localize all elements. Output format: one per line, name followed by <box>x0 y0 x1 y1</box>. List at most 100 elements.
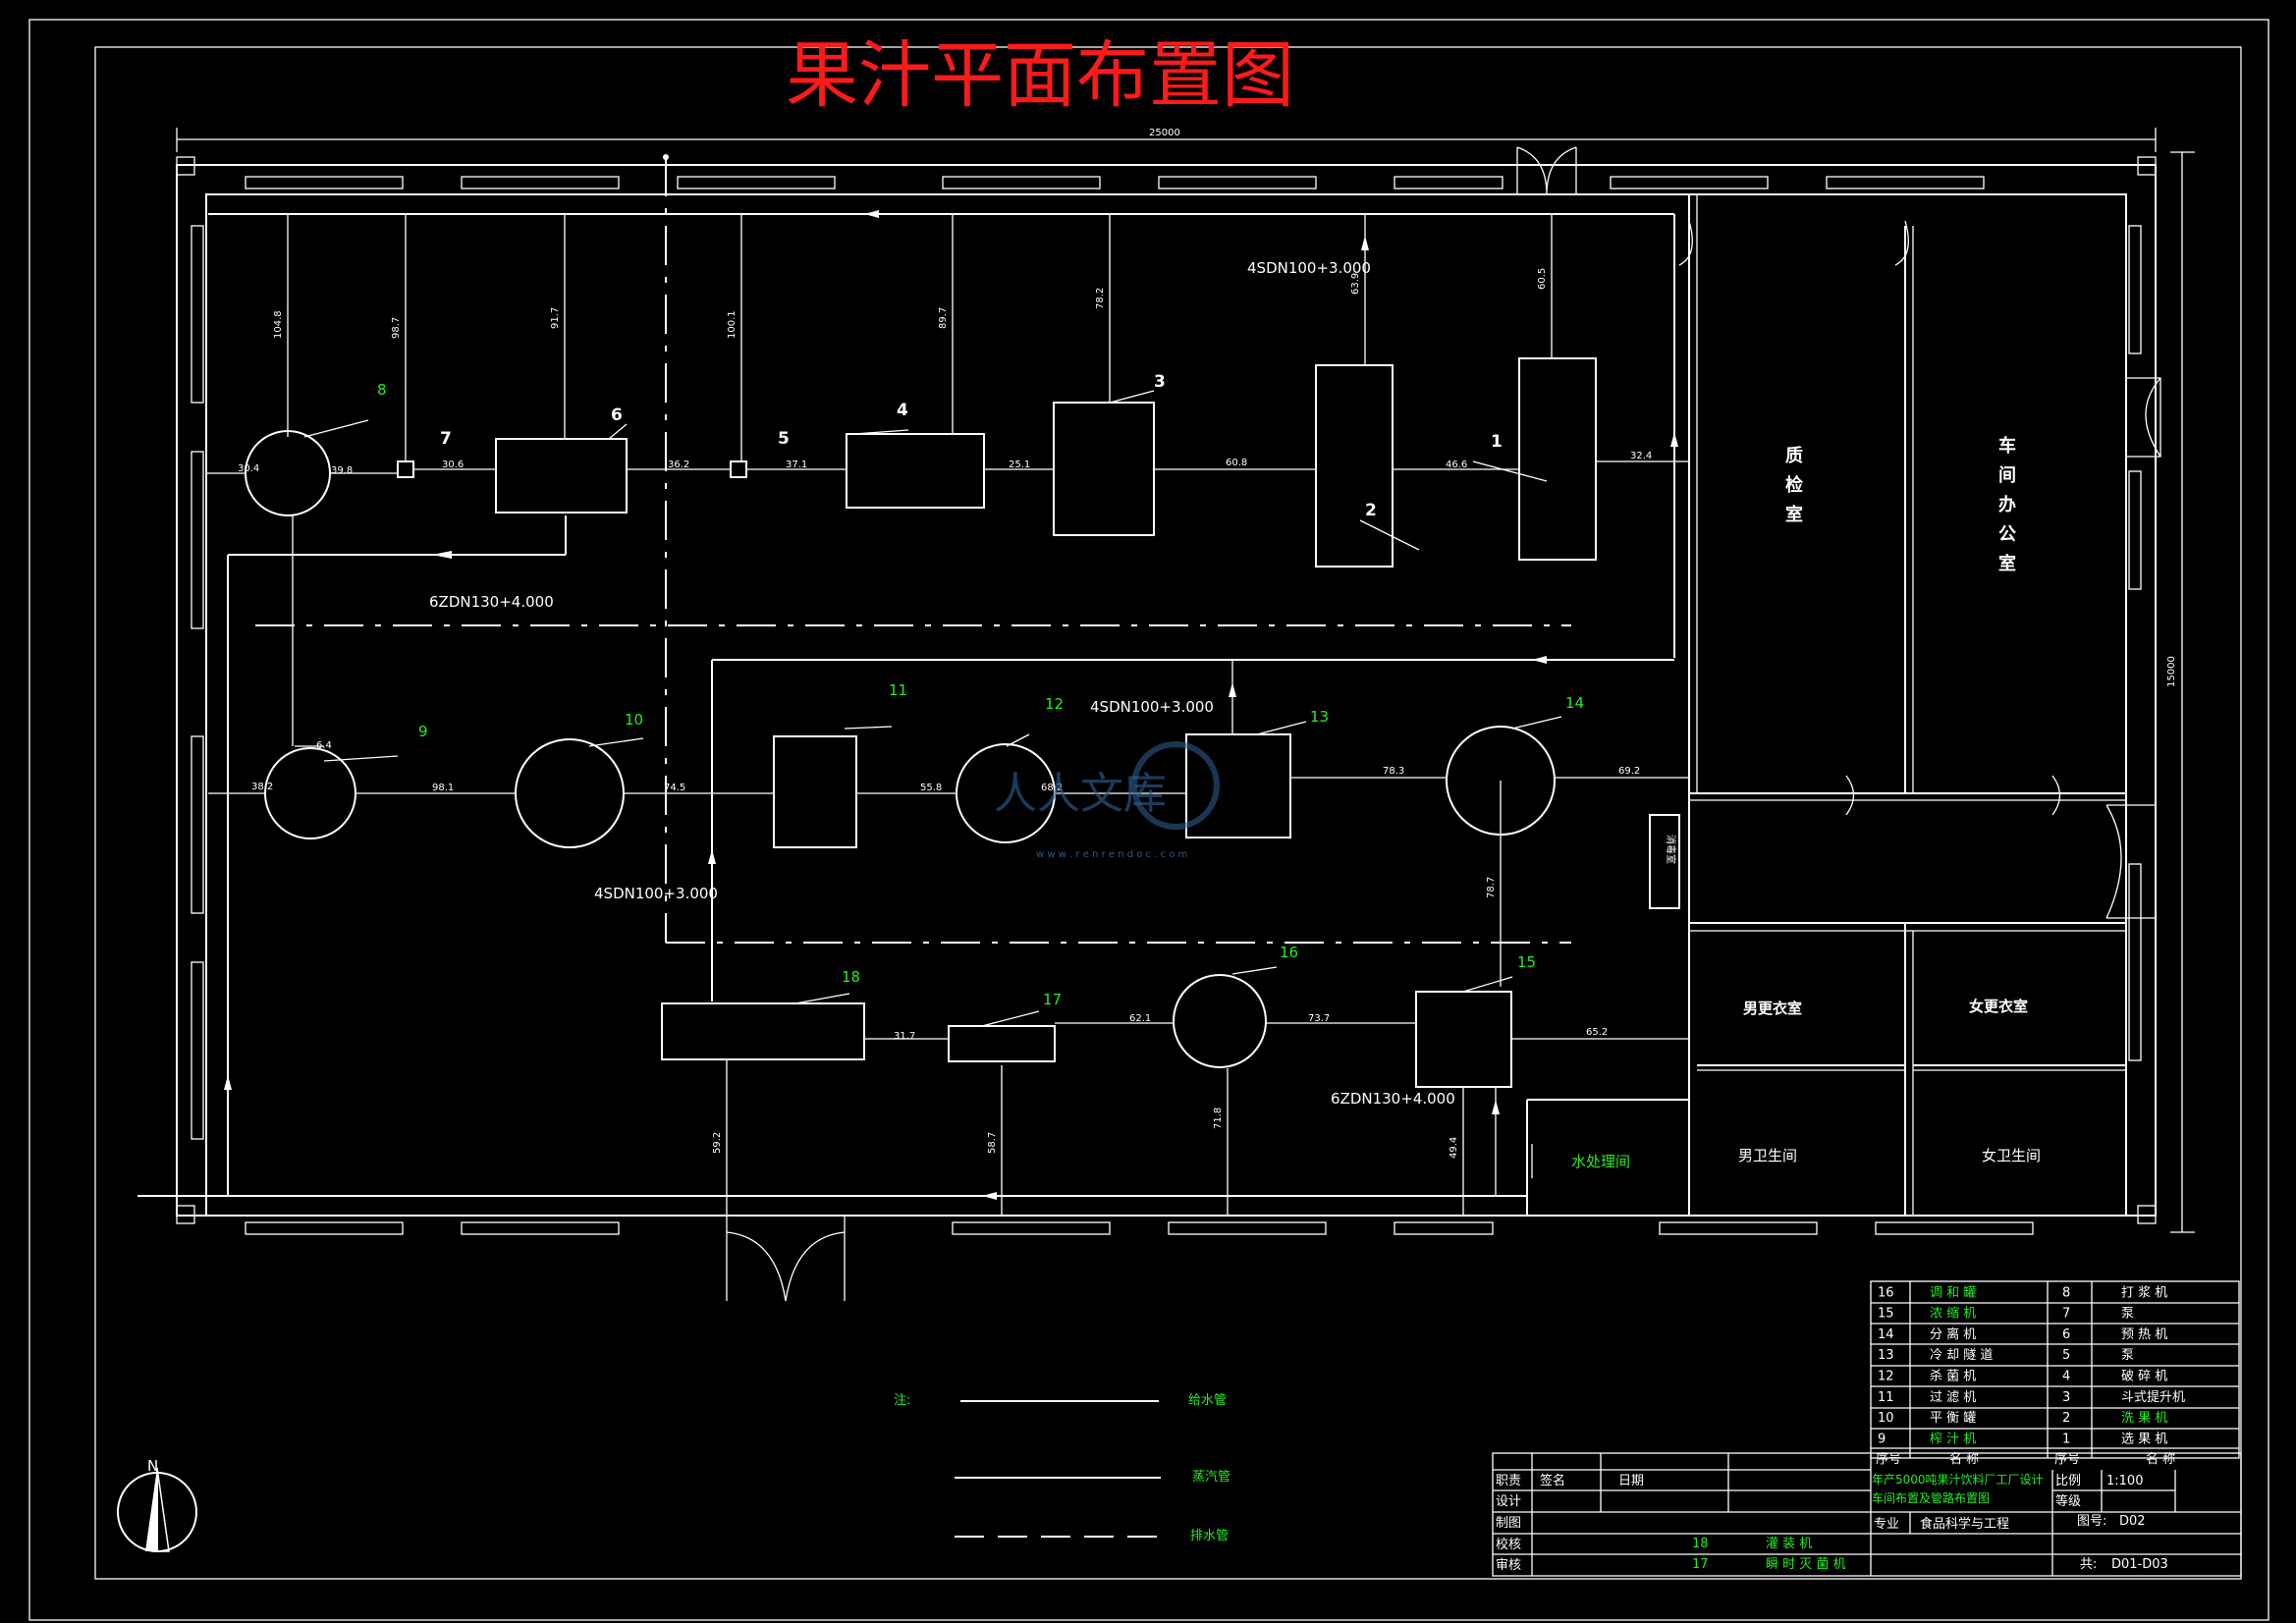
table-header-name-right: 名 称 <box>2146 1451 2175 1467</box>
title-block-grid <box>1492 1452 2242 1577</box>
equipment-4 <box>846 433 985 509</box>
svg-text:车: 车 <box>1998 435 2016 457</box>
label-e15: 15 <box>1517 953 1536 971</box>
room-small: 消毒室 <box>1665 835 1677 864</box>
dim-32-4: 32.4 <box>1630 451 1652 461</box>
dim-104-8: 104.8 <box>273 310 284 339</box>
dim-6-4: 6.4 <box>316 740 332 751</box>
north-arrow-icon <box>117 1467 197 1552</box>
label-e10: 10 <box>625 711 643 729</box>
legend-steam: 蒸汽管 <box>1192 1470 1230 1485</box>
outer-frame <box>28 19 2269 1621</box>
tb-grade-label: 等级 <box>2055 1493 2081 1509</box>
connection-lines <box>206 460 1689 1040</box>
dim-30-6: 30.6 <box>442 460 464 470</box>
dim-overall-width: 25000 <box>1149 128 1180 138</box>
svg-text:间: 间 <box>1998 465 2016 486</box>
equipment-table-cell-name-l: 浓 缩 机 <box>1930 1306 1976 1322</box>
tb-total-value: D01-D03 <box>2111 1557 2168 1572</box>
label-e1: 1 <box>1491 432 1503 452</box>
tb-project-wrap: 年产5000吨果汁饮料厂工厂设计车间布置及管路布置图 <box>1872 1473 2044 1505</box>
equipment-18 <box>661 1002 865 1060</box>
equipment-table-grid <box>1870 1280 2240 1459</box>
tb-role: 职责 <box>1496 1474 1521 1488</box>
label-e13: 13 <box>1310 708 1329 726</box>
svg-text:室: 室 <box>1785 504 1803 525</box>
equipment-16 <box>1173 974 1267 1068</box>
equipment-table-cell-name-r: 破 碎 机 <box>2121 1370 2167 1384</box>
pipe-spec-left-drain: 6ZDN130+4.000 <box>429 593 554 611</box>
dim-49-4: 49.4 <box>1449 1137 1459 1159</box>
dim-36-2: 36.2 <box>668 460 689 470</box>
equipment-3 <box>1053 402 1155 536</box>
equipment-7 <box>397 460 414 478</box>
label-e9: 9 <box>418 723 428 740</box>
equipment-table-cell-no-r: 3 <box>2062 1390 2070 1405</box>
label-e7: 7 <box>440 429 452 449</box>
dim-74-5: 74.5 <box>664 783 685 793</box>
dim-37-1: 37.1 <box>786 460 807 470</box>
dim-65-2: 65.2 <box>1586 1027 1608 1038</box>
equipment-table-cell-no-r: 7 <box>2062 1307 2070 1322</box>
inner-frame <box>94 46 2242 1580</box>
dim-62-1: 62.1 <box>1129 1013 1151 1024</box>
dim-100-1: 100.1 <box>727 310 738 339</box>
room-women-wc: 女卫生间 <box>1982 1147 2041 1164</box>
equipment-table-cell-name-l: 榨 汁 机 <box>1930 1431 1976 1446</box>
tb-drawing: 制图 <box>1496 1516 1521 1531</box>
label-e3: 3 <box>1154 372 1166 392</box>
tb-major: 专业 <box>1874 1517 1899 1532</box>
legend-water: 给水管 <box>1188 1393 1227 1408</box>
equipment-2 <box>1315 364 1394 568</box>
watermark: 人人文库 w w w . r e n r e n d o c . c o m <box>994 741 1220 860</box>
water-supply-pipes <box>137 210 1678 1216</box>
equipment-table-cell-no-r: 6 <box>2062 1327 2070 1342</box>
room-women-locker: 女更衣室 <box>1969 998 2028 1015</box>
dim-38-2: 38.2 <box>251 782 273 792</box>
tb-extra-no-17: 17 <box>1692 1557 1709 1572</box>
label-e5: 5 <box>778 429 790 449</box>
dim-59-2: 59.2 <box>712 1132 723 1154</box>
tb-design: 设计 <box>1496 1494 1521 1509</box>
dim-69-2: 69.2 <box>1618 766 1640 777</box>
dim-78-2: 78.2 <box>1095 288 1106 309</box>
equipment-1 <box>1518 357 1597 561</box>
tb-review: 审核 <box>1496 1558 1521 1573</box>
tb-major-value: 食品科学与工程 <box>1920 1516 2009 1532</box>
label-e17: 17 <box>1043 991 1062 1008</box>
room-quality-label: 质 检 室 <box>1785 446 1803 525</box>
dim-78-3: 78.3 <box>1383 766 1404 777</box>
equipment-table-cell-name-r: 打 浆 机 <box>2121 1285 2167 1300</box>
svg-text:质: 质 <box>1785 446 1803 466</box>
equipment-table-cell-no-l: 10 <box>1878 1411 1894 1426</box>
room-water-treatment: 水处理间 <box>1571 1153 1630 1170</box>
doors <box>726 146 2161 1302</box>
equipment-table-cell-name-r: 选 果 机 <box>2121 1432 2167 1446</box>
equipment-table-cell-name-r: 泵 <box>2121 1348 2134 1363</box>
tb-scale-label: 比例 <box>2055 1474 2081 1488</box>
equipment-table-cell-no-l: 14 <box>1878 1327 1894 1342</box>
drawing-title: 果汁平面布置图 <box>786 33 1294 118</box>
svg-text:办: 办 <box>1998 494 2016 515</box>
svg-text:公: 公 <box>1998 524 2016 545</box>
dim-98-7: 98.7 <box>391 317 402 339</box>
pipe-spec-mid-steam: 4SDN100+3.000 <box>1090 698 1214 716</box>
equipment-table-cell-name-l: 冷 却 隧 道 <box>1930 1347 1993 1363</box>
legend <box>955 1400 1161 1538</box>
pipe-spec-bottom-drain: 6ZDN130+4.000 <box>1331 1090 1455 1108</box>
pipe-spec-lower-steam: 4SDN100+3.000 <box>594 885 718 902</box>
legend-note: 注: <box>894 1393 910 1408</box>
tb-project: 年产5000吨果汁饮料厂工厂设计车间布置及管路布置图 <box>1872 1473 2044 1505</box>
label-e11: 11 <box>889 681 907 699</box>
tb-signature: 签名 <box>1540 1473 1565 1488</box>
equipment-table-cell-no-r: 8 <box>2062 1285 2070 1300</box>
svg-text:人人文库: 人人文库 <box>994 769 1167 819</box>
room-men-wc: 男卫生间 <box>1738 1147 1797 1164</box>
room-office-label: 车 间 办 公 室 <box>1998 435 2016 574</box>
equipment-11 <box>773 735 857 848</box>
equipment-15 <box>1415 991 1512 1088</box>
dim-68-2: 68.2 <box>1041 783 1063 793</box>
svg-text:w w w . r e n r e n d o c . c: w w w . r e n r e n d o c . c o m <box>1036 849 1187 860</box>
equipment-5 <box>730 460 747 478</box>
